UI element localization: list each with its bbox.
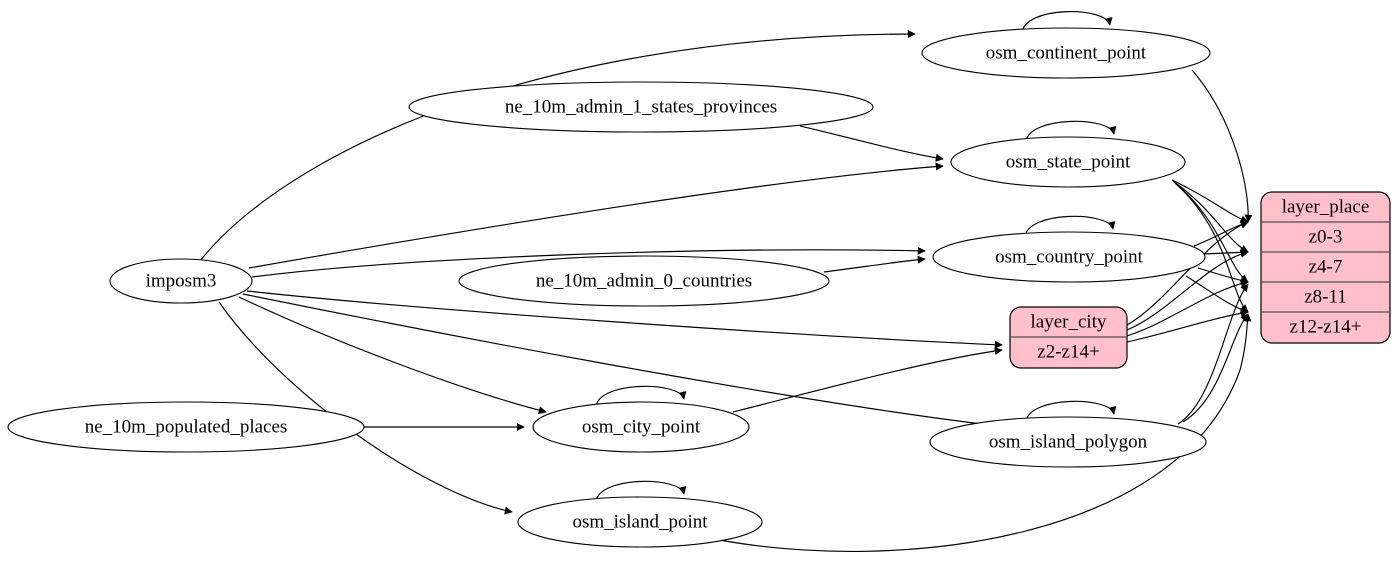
edge-osm_continent_point-to-layer_place-z0_3 [1191, 69, 1253, 223]
edge-self-osm_continent_point [1021, 11, 1113, 34]
edge-imposm3-to-layer_city [246, 290, 1003, 349]
record-row-layer_place-z8_11[interactable]: z8-11 [1304, 286, 1347, 307]
edge-osm_state_point-to-layer_place-z12_z14 [1174, 182, 1249, 313]
node-osm_city_point[interactable]: osm_city_point [532, 401, 750, 453]
node-label-osm_island_polygon: osm_island_polygon [989, 431, 1148, 452]
record-row-layer_place-z4_7[interactable]: z4-7 [1309, 256, 1343, 277]
edge-ne_countries-to-osm_country_point [823, 255, 926, 273]
node-osm_island_point[interactable]: osm_island_point [517, 496, 763, 548]
node-label-imposm3: imposm3 [146, 270, 217, 291]
node-osm_island_polygon[interactable]: osm_island_polygon [929, 416, 1207, 468]
node-label-ne_10m_admin_0_countries: ne_10m_admin_0_countries [536, 270, 752, 291]
record-layer: layer_place z0-3 z4-7 z8-11 z12-z14+ lay… [1009, 191, 1391, 369]
node-ne_10m_admin_0_countries[interactable]: ne_10m_admin_0_countries [458, 255, 830, 307]
edge-osm_state_point-to-layer_place-z4_7 [1172, 180, 1249, 253]
record-node-layer_city[interactable]: layer_city z2-z14+ [1009, 306, 1128, 369]
edge-self-osm_city_point [595, 385, 687, 408]
edge-self-osm_country_point [1024, 215, 1116, 238]
edge-osm_island_polygon-to-layer_place-z8_11 [1177, 283, 1249, 425]
edge-imposm3-to-osm_state_point [248, 162, 944, 269]
edge-self-osm_island_polygon [1025, 400, 1117, 423]
edge-self-osm_state_point [1025, 120, 1117, 143]
node-label-osm_continent_point: osm_continent_point [986, 42, 1147, 63]
edge-imposm3-to-osm_island_polygon [242, 293, 999, 430]
edge-layer_city-to-layer_place-z0_3 [1126, 221, 1249, 326]
node-osm_state_point[interactable]: osm_state_point [950, 136, 1186, 188]
record-row-layer_place-z12_z14[interactable]: z12-z14+ [1290, 316, 1362, 337]
edge-ne_states_provinces-to-osm_state_point [799, 125, 944, 162]
node-label-osm_country_point: osm_country_point [995, 246, 1143, 267]
edge-osm_island_point-to-layer_place-z12_z14 [713, 313, 1252, 552]
edge-self-osm_island_point [595, 480, 687, 503]
node-label-osm_state_point: osm_state_point [1006, 151, 1131, 172]
edge-layer_city-to-layer_place-z8_11 [1126, 279, 1249, 337]
edge-layer [199, 11, 1253, 552]
record-row-layer_city-z2_z14[interactable]: z2-z14+ [1037, 341, 1099, 362]
node-label-osm_city_point: osm_city_point [582, 416, 701, 437]
edge-imposm3-to-osm_continent_point [199, 29, 916, 262]
record-header-layer_place: layer_place [1282, 196, 1370, 217]
node-label-ne_10m_admin_1_states_provinces: ne_10m_admin_1_states_provinces [505, 96, 777, 117]
node-ne_10m_admin_1_states_provinces[interactable]: ne_10m_admin_1_states_provinces [408, 81, 874, 133]
edge-imposm3-to-osm_city_point [238, 296, 547, 415]
edge-osm_island_polygon-to-layer_place-z12_z14 [1182, 313, 1249, 423]
edge-osm_city_point-to-layer_city [732, 347, 1003, 413]
node-label-osm_island_point: osm_island_point [572, 511, 708, 532]
record-node-layer_place[interactable]: layer_place z0-3 z4-7 z8-11 z12-z14+ [1260, 191, 1391, 344]
node-label-ne_10m_populated_places: ne_10m_populated_places [85, 416, 288, 437]
edge-osm_country_point-to-layer_place-z12_z14 [1185, 275, 1249, 314]
node-osm_continent_point[interactable]: osm_continent_point [921, 27, 1211, 79]
node-osm_country_point[interactable]: osm_country_point [932, 231, 1206, 283]
edge-imposm3-to-osm_country_point [251, 246, 926, 278]
edge-layer_city-to-layer_place-z12_z14 [1126, 309, 1249, 343]
edge-osm_state_point-to-layer_place-z0_3 [1171, 179, 1249, 224]
record-row-layer_place-z0_3[interactable]: z0-3 [1309, 226, 1343, 247]
edge-layer_city-to-layer_place-z4_7 [1126, 249, 1249, 331]
record-header-layer_city: layer_city [1031, 311, 1107, 332]
node-ne_10m_populated_places[interactable]: ne_10m_populated_places [7, 401, 365, 453]
node-imposm3[interactable]: imposm3 [109, 258, 253, 304]
node-layer: imposm3 ne_10m_populated_places ne_10m_a… [7, 27, 1211, 548]
